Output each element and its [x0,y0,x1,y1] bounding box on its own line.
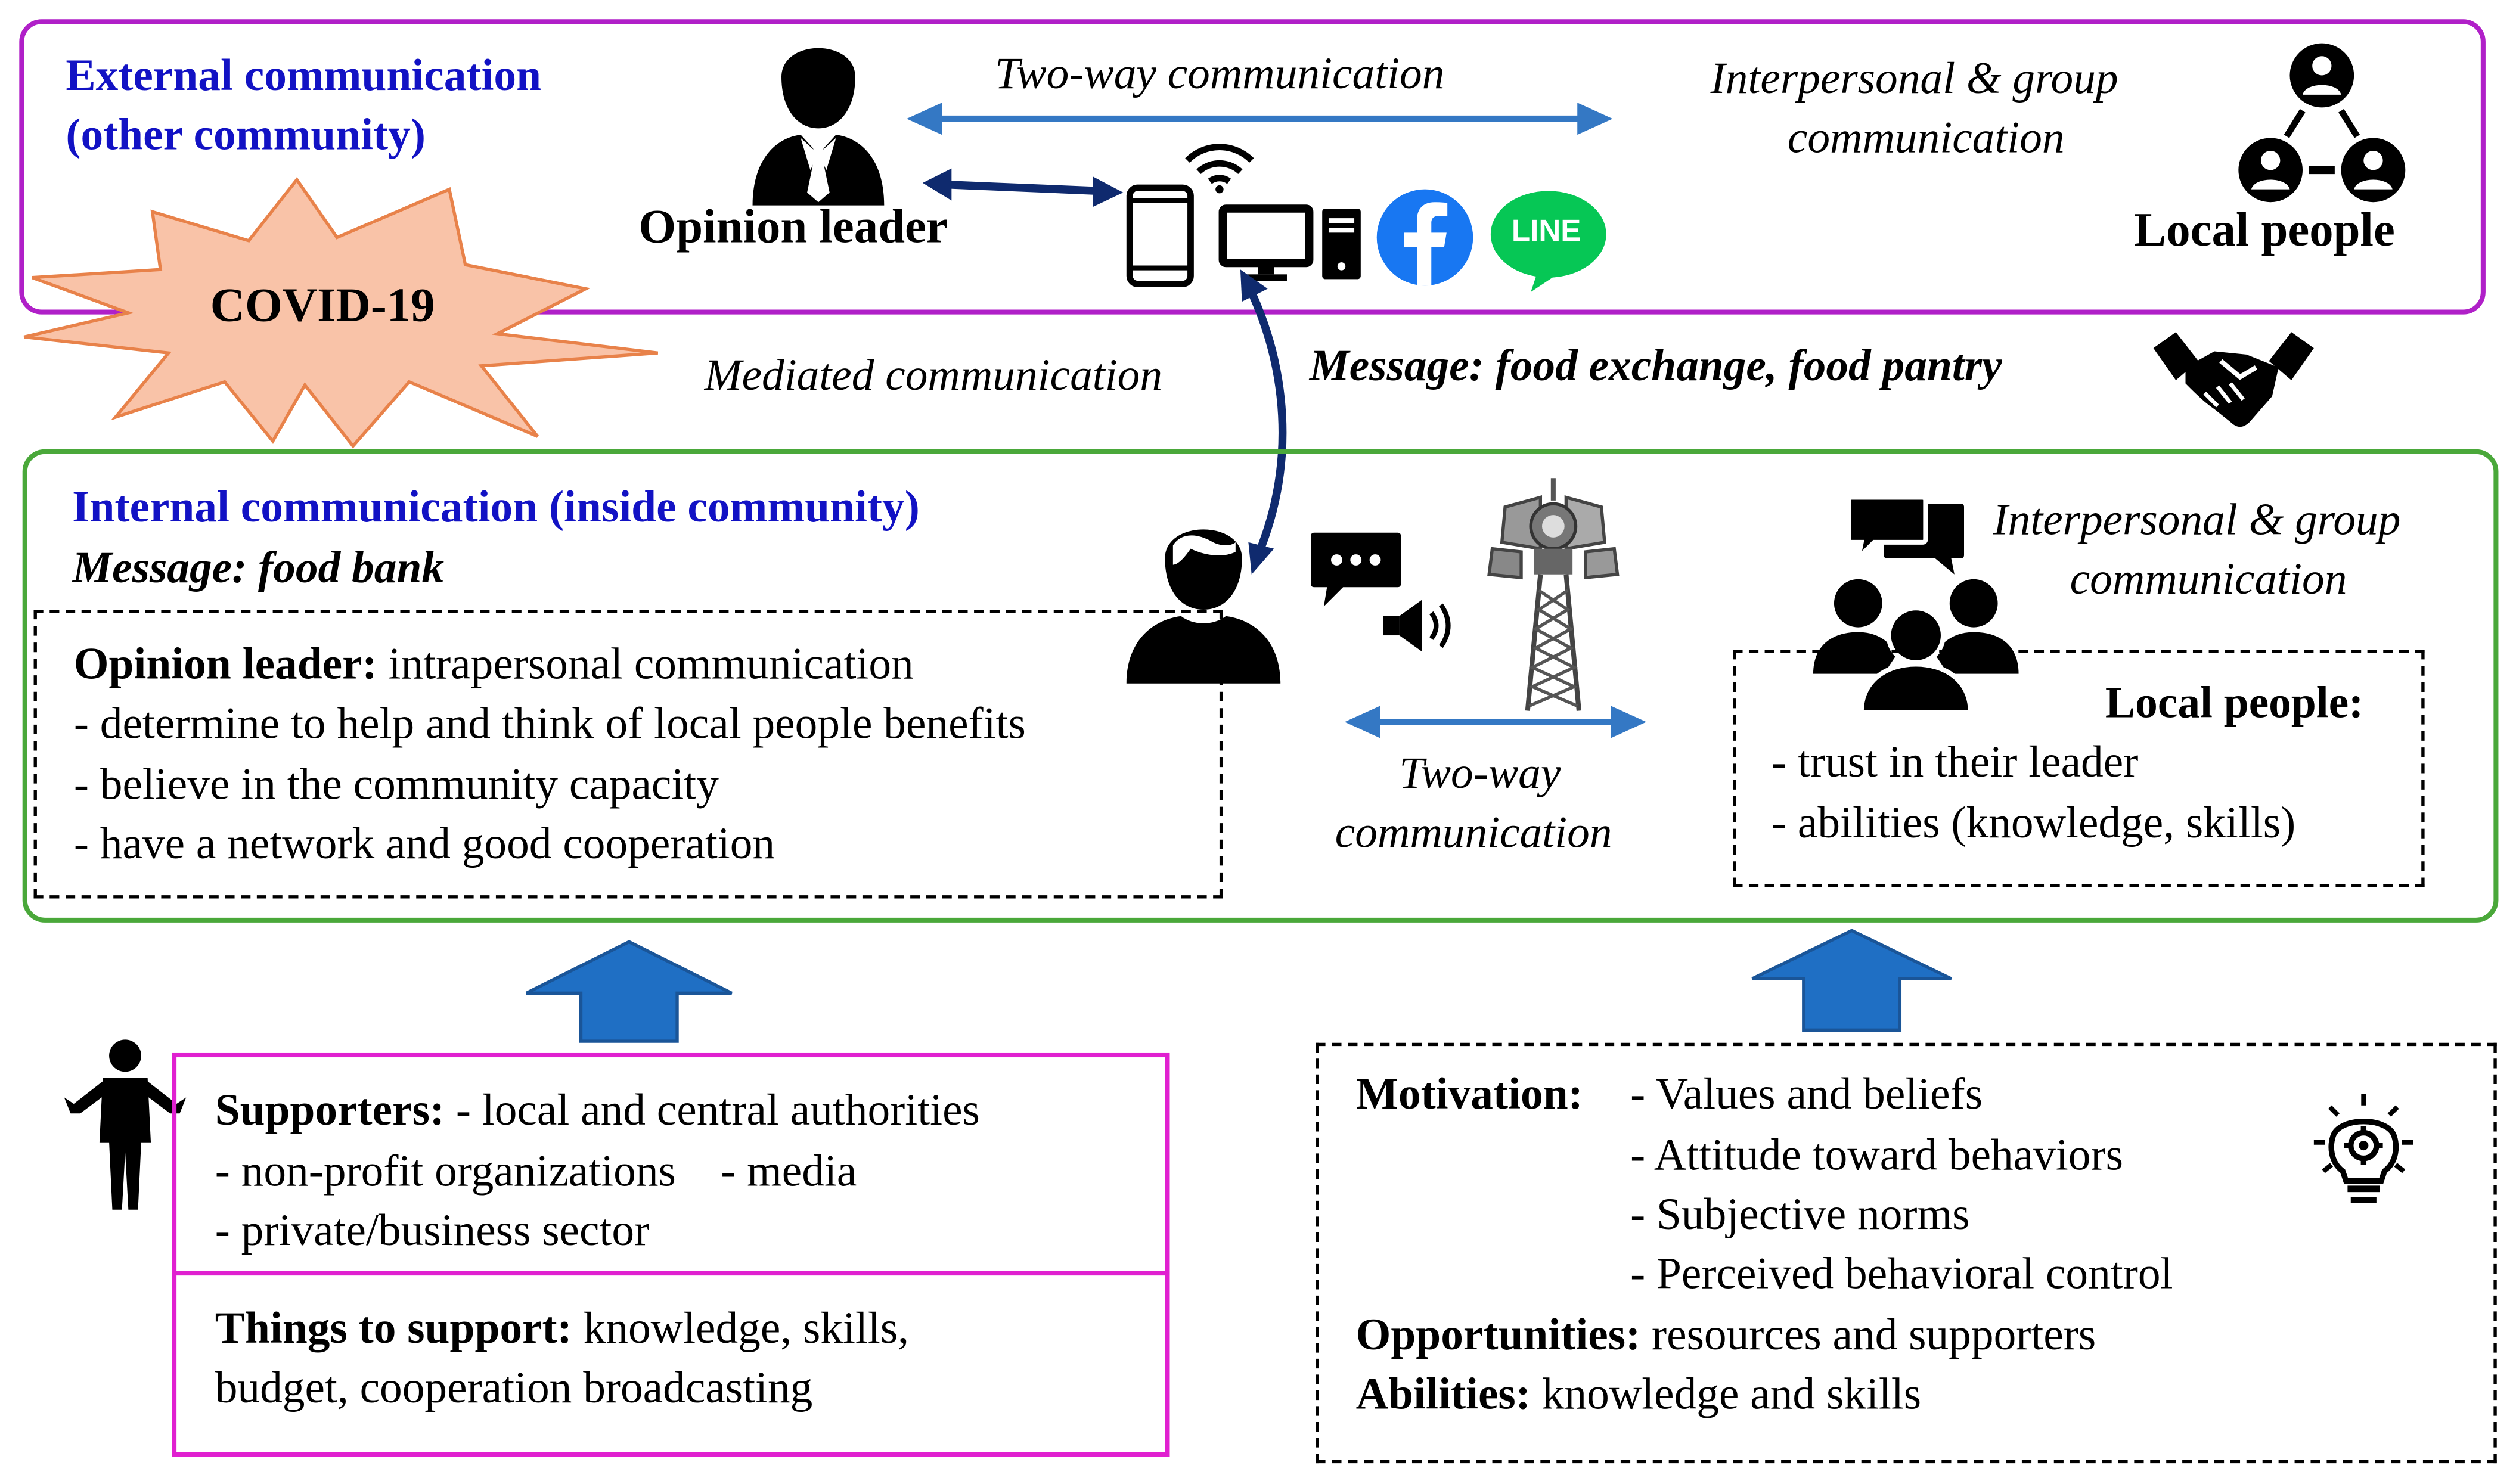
motivation-item: - Perceived behavioral control [1630,1250,2173,1300]
internal-message: Message: food bank [72,544,445,594]
external-two-way-arrow [906,103,1613,135]
standing-person-icon [64,1039,187,1210]
opinion-leader-heading: Opinion leader: intrapersonal communicat… [74,635,914,696]
motivation-label: Motivation: [1355,1070,1583,1120]
abilities-line: Abilities: knowledge and skills [1356,1365,1921,1426]
supporters-line1-rest: - local and central authorities [445,1086,980,1136]
person-with-tie-icon [752,48,885,206]
line-logo-text: LINE [1511,215,1581,249]
external-heading-line2: (other community) [66,110,426,161]
loudspeaker-tower-icon [1487,478,1620,711]
external-interpersonal-line2: communication [1787,114,2065,164]
external-interpersonal-line1: Interpersonal & group [1710,54,2118,104]
motivation-box [1316,1042,2497,1464]
motivation-item: - Subjective norms [1630,1190,1970,1240]
local-people-point: - abilities (knowledge, skills) [1771,799,2296,849]
speaker-icon [1383,600,1451,651]
mediated-communication-arrow [1240,269,1287,575]
things-rest: knowledge, skills, [572,1304,910,1355]
internal-two-way-arrow [1344,706,1646,738]
supporters-line1: Supporters: - local and central authorit… [215,1081,980,1141]
supporters-box [172,1052,1170,1457]
abilities-label: Abilities: [1355,1370,1531,1420]
person-icon [1126,529,1281,684]
internal-interpersonal-line2: communication [2070,555,2347,605]
local-people-point: - trust in their leader [1771,738,2139,788]
lightbulb-gear-icon [2313,1094,2413,1203]
opinion-leader-label: Opinion leader: [73,640,377,690]
supporters-line3: - private/business sector [215,1206,650,1256]
motivation-item: - Attitude toward behaviors [1630,1131,2123,1181]
local-people-box [1733,650,2425,887]
group-network-icon [2238,43,2406,203]
mediated-communication-label: Mediated communication [704,351,1163,401]
covid-label: COVID-19 [210,279,435,333]
internal-interpersonal-line1: Interpersonal & group [1993,495,2401,546]
line-logo-icon [1490,191,1606,292]
things-label: Things to support: [215,1304,572,1355]
internal-two-way-line2: communication [1335,808,1612,859]
opportunities-line: Opportunities: resources and supporters [1356,1306,2096,1366]
internal-communication-box [22,449,2499,923]
motivation-item: - Values and beliefs [1630,1070,1983,1120]
opinion-leader-desc: intrapersonal communication [377,640,914,690]
desktop-computer-icon [1218,204,1361,281]
chat-bubbles-icon [1846,495,1965,575]
external-two-way-label: Two-way communication [995,49,1445,100]
external-local-people-label: Local people [2134,203,2395,257]
supporters-up-arrow [525,940,733,1043]
external-opinion-leader-label: Opinion leader [638,200,948,254]
internal-two-way-line1: Two-way [1399,749,1561,799]
smartphone-icon [1126,184,1194,287]
things-line2: budget, cooperation broadcasting [215,1364,813,1414]
internal-heading: Internal communication (inside community… [72,483,920,533]
chat-bubble-icon [1311,532,1401,607]
supporters-divider [172,1271,1170,1276]
opinion-leader-point: - determine to help and think of local p… [73,699,1026,750]
facebook-logo-icon [1376,189,1473,286]
supporters-line2: - non-profit organizations - media [215,1147,857,1197]
things-line1: Things to support: knowledge, skills, [215,1300,909,1360]
message-external-label: Message: food exchange, food pantry [1309,341,2002,392]
opportunities-rest: resources and supporters [1640,1311,2096,1361]
motivation-up-arrow [1751,929,1952,1032]
external-heading-line1: External communication [66,51,542,101]
opinion-leader-point: - believe in the community capacity [73,760,719,811]
external-communication-box [19,19,2486,315]
covid-starburst [23,176,659,449]
opinion-leader-point: - have a network and good cooperation [73,819,775,870]
local-people-label: Local people: [2105,678,2364,729]
supporters-label: Supporters: [215,1086,445,1136]
leader-device-arrow [922,168,1124,207]
wifi-icon [1185,144,1254,194]
opinion-leader-box [33,609,1223,899]
abilities-rest: knowledge and skills [1530,1370,1922,1420]
opportunities-label: Opportunities: [1355,1311,1641,1361]
handshake-icon [2153,332,2314,427]
